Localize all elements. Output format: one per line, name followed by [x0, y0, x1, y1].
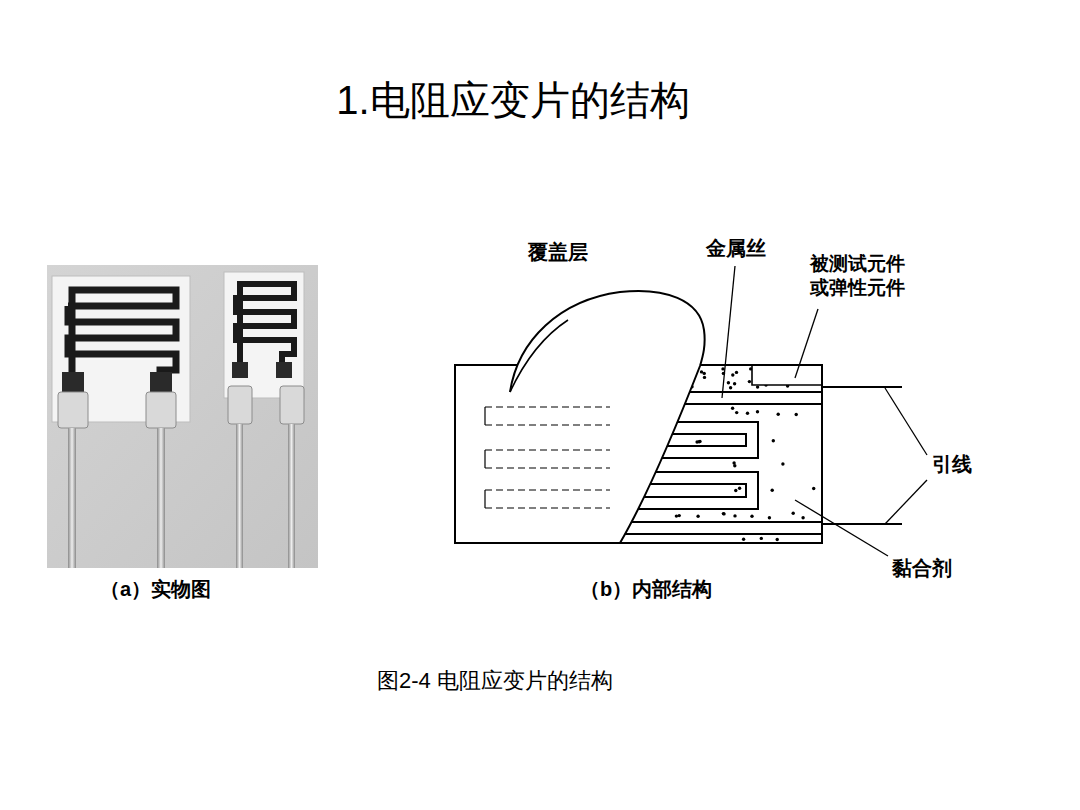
adhesive-dot: [698, 440, 701, 443]
adhesive-dot: [695, 440, 698, 443]
adhesive-dot: [668, 378, 671, 381]
adhesive-dot: [776, 538, 779, 541]
adhesive-dot: [722, 512, 725, 515]
adhesive-dot: [729, 386, 732, 389]
adhesive-dot: [733, 514, 736, 517]
adhesive-dot: [781, 462, 784, 465]
adhesive-dot: [733, 382, 736, 385]
adhesive-dot: [738, 487, 741, 490]
adhesive-dot: [674, 367, 677, 370]
adhesive-dot: [748, 380, 751, 383]
adhesive-dot: [668, 411, 671, 414]
adhesive-dot: [733, 464, 736, 467]
part-label: 金属丝: [706, 236, 766, 260]
adhesive-dot: [678, 367, 681, 370]
adhesive-dot: [682, 368, 685, 371]
adhesive-dot: [642, 381, 645, 384]
adhesive-dot: [735, 411, 738, 414]
adhesive-dot: [649, 374, 652, 377]
part-label: 覆盖层: [528, 240, 588, 264]
adhesive-dot: [673, 382, 676, 385]
adhesive-dot: [772, 439, 775, 442]
page-title: 1.电阻应变片的结构: [336, 76, 689, 124]
adhesive-dot: [703, 376, 706, 379]
leader-line: [722, 266, 927, 556]
figure-caption: 图2-4 电阻应变片的结构: [377, 668, 613, 694]
adhesive-dot: [696, 515, 699, 518]
sub-caption: （a）实物图: [100, 577, 211, 601]
adhesive-dot: [760, 537, 763, 540]
adhesive-dot: [642, 381, 645, 384]
adhesive-dot: [645, 368, 648, 371]
adhesive-dot: [626, 374, 629, 377]
adhesive-dot: [785, 369, 788, 372]
adhesive-dot: [756, 410, 759, 413]
adhesive-dot: [703, 372, 706, 375]
adhesive-dot: [735, 371, 738, 374]
sub-caption: （b）内部结构: [580, 577, 712, 601]
adhesive-dot: [813, 372, 816, 375]
adhesive-dot: [750, 515, 753, 518]
adhesive-dot: [657, 409, 660, 412]
gauge-structure: [455, 266, 927, 556]
adhesive-dot: [792, 512, 795, 515]
adhesive-dot: [731, 373, 734, 376]
adhesive-dot: [756, 385, 759, 388]
adhesive-dot: [777, 413, 780, 416]
adhesive-dot: [621, 488, 624, 491]
adhesive-dot: [734, 489, 737, 492]
adhesive-dot: [795, 413, 798, 416]
adhesive-dot: [742, 538, 745, 541]
part-label: 被测试元件 或弹性元件: [810, 252, 916, 300]
adhesive-dot: [798, 380, 801, 383]
adhesive-dot: [629, 408, 632, 411]
adhesive-dot: [657, 440, 660, 443]
adhesive-dot: [616, 511, 619, 514]
adhesive-dot: [727, 381, 730, 384]
adhesive-dot: [768, 516, 771, 519]
adhesive-dot: [722, 512, 725, 515]
adhesive-dot: [801, 516, 804, 519]
adhesive-dot: [632, 415, 635, 418]
part-label: 引线: [932, 452, 972, 476]
adhesive-dot: [670, 415, 673, 418]
adhesive-dot: [770, 372, 773, 375]
adhesive-dot: [746, 412, 749, 415]
adhesive-dot: [650, 464, 653, 467]
adhesive-dot: [761, 376, 764, 379]
adhesive-dot: [615, 462, 618, 465]
part-label: 黏合剂: [892, 556, 952, 580]
adhesive-dot: [812, 487, 815, 490]
adhesive-dot: [670, 411, 673, 414]
adhesive-dot: [771, 489, 774, 492]
adhesive-dot: [731, 407, 734, 410]
adhesive-dot: [678, 514, 681, 517]
strain-gauge-photo: [47, 265, 318, 568]
adhesive-dot: [614, 413, 617, 416]
